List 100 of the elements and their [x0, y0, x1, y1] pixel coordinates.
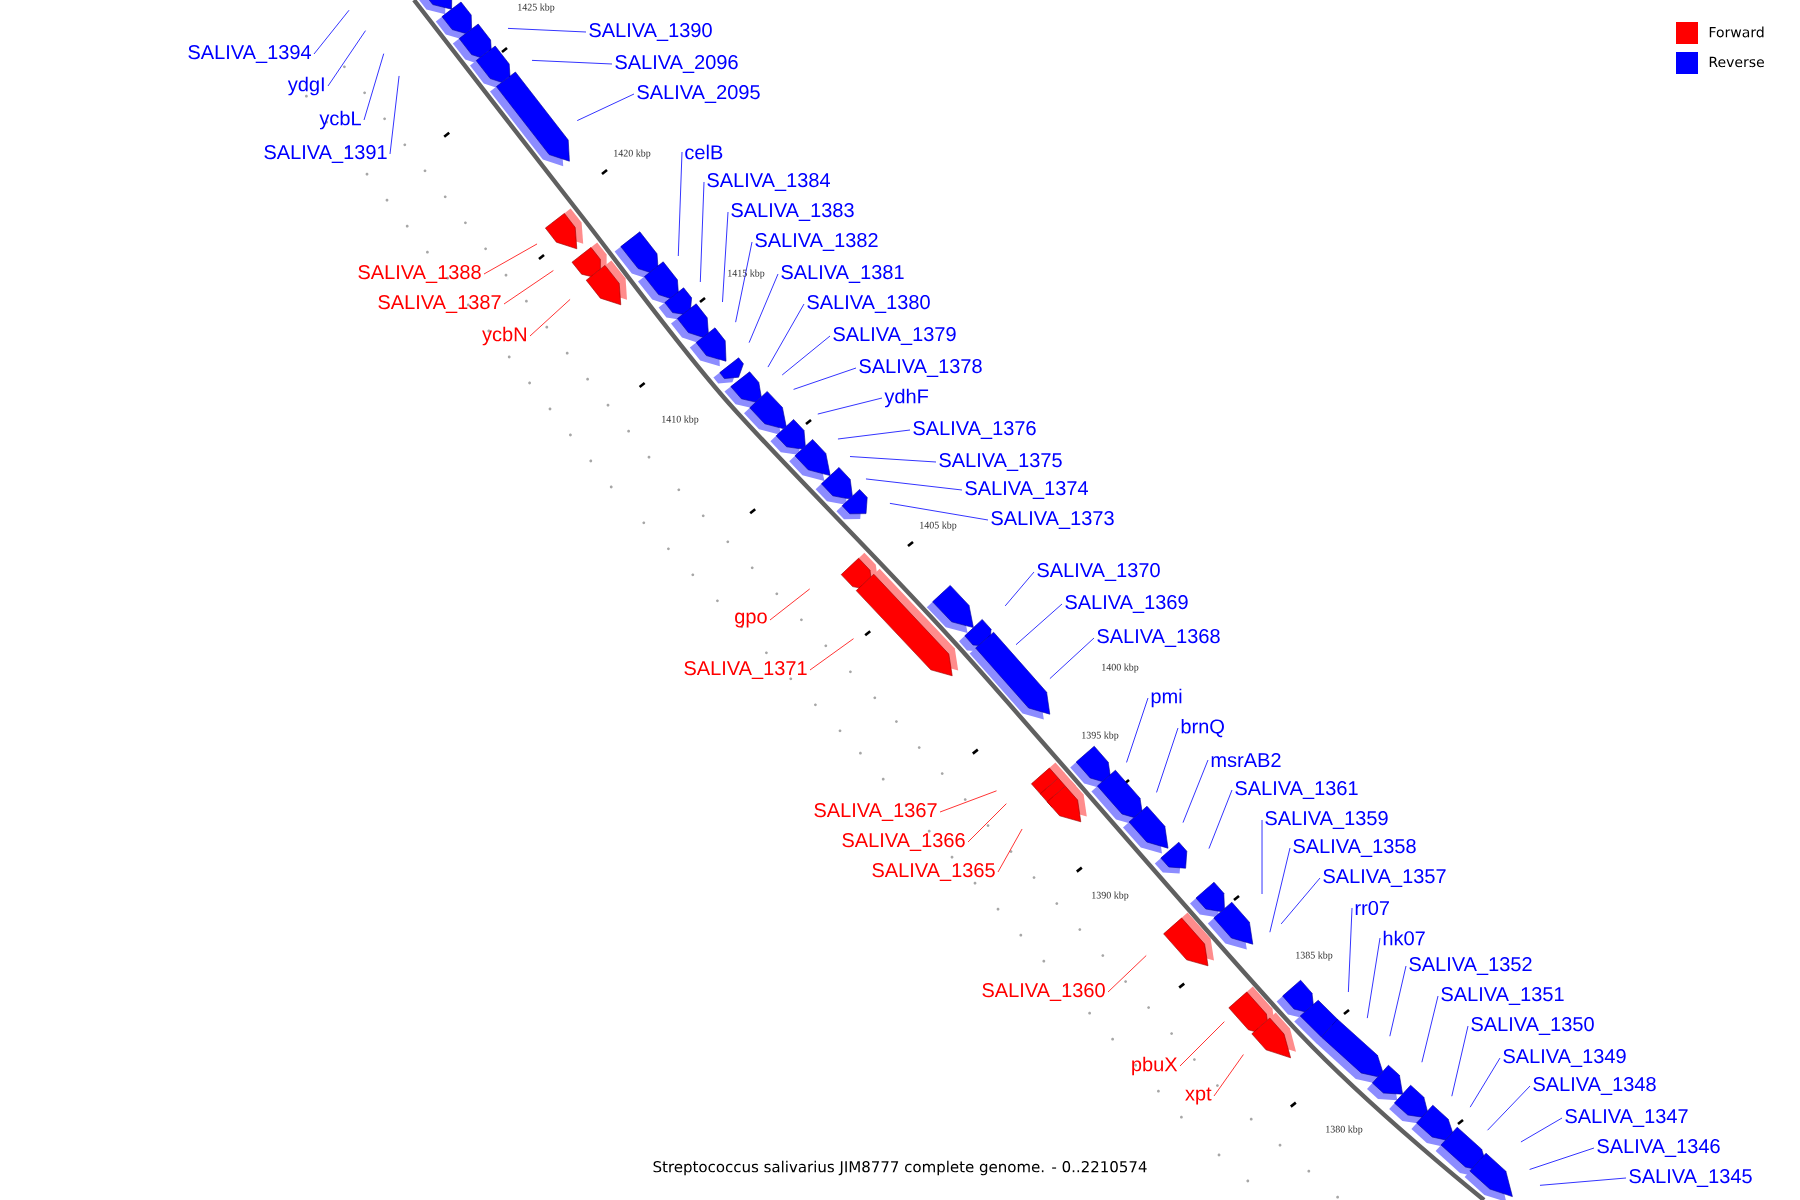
leader-line: [1179, 1021, 1225, 1067]
leader-line: [1529, 1147, 1595, 1170]
leader-line: [1347, 907, 1353, 993]
leader-line: [313, 9, 350, 55]
leader-line: [1469, 1057, 1501, 1108]
leader-line: [967, 803, 1007, 843]
leader-line: [1107, 955, 1147, 993]
leader-line: [503, 270, 554, 305]
gene-label: SALIVA_1351: [1441, 987, 1564, 1005]
leader-line: [699, 181, 705, 283]
leader-line: [1126, 697, 1149, 763]
leader-line: [767, 303, 805, 368]
gene-label: SALIVA_1368: [1097, 629, 1220, 647]
gene-label: SALIVA_1378: [859, 359, 982, 377]
gene-label: SALIVA_1350: [1471, 1017, 1594, 1035]
leader-line: [507, 28, 587, 33]
leader-line: [1539, 1177, 1627, 1186]
gene-label: SALIVA_1347: [1565, 1109, 1688, 1127]
gene-label: pmi: [1151, 688, 1182, 708]
gene-label: SALIVA_1383: [731, 203, 854, 221]
leader-line: [389, 75, 400, 155]
gene-label: SALIVA_1359: [1265, 811, 1388, 829]
leader-line: [769, 588, 811, 621]
gene-label: SALIVA_2095: [637, 85, 760, 103]
leader-line: [1049, 637, 1095, 679]
gene-label: SALIVA_1379: [833, 327, 956, 345]
gene-label: celB: [685, 144, 723, 160]
leader-line: [793, 367, 857, 390]
gene-label: SALIVA_1367: [814, 803, 937, 821]
gene-label: SALIVA_1369: [1065, 595, 1188, 613]
gene-label: SALIVA_1357: [1323, 869, 1446, 887]
leader-line: [837, 429, 911, 440]
gene-label: SALIVA_1371: [684, 661, 807, 679]
leader-line: [1487, 1085, 1531, 1131]
gene-label: ydhF: [884, 388, 929, 408]
gene-label: SALIVA_1361: [1235, 781, 1358, 799]
gene-label: SALIVA_1384: [707, 173, 830, 191]
gene-label: SALIVA_1387: [378, 295, 501, 313]
gene-label: xpt: [1185, 1087, 1212, 1105]
gene-label: SALIVA_1375: [939, 453, 1062, 471]
leader-line: [1520, 1117, 1563, 1143]
leader-line: [1208, 789, 1233, 849]
leader-line: [849, 456, 937, 463]
gene-label: SALIVA_1394: [188, 45, 311, 63]
leader-line: [1366, 937, 1381, 1019]
gene-label: SALIVA_1382: [755, 233, 878, 251]
leader-line: [1213, 1054, 1244, 1097]
gene-label: SALIVA_1380: [807, 295, 930, 313]
gene-label: SALIVA_1391: [264, 145, 387, 163]
leader-line: [1451, 1025, 1469, 1097]
leader-line: [781, 335, 831, 376]
gene-label: msrAB2: [1211, 752, 1281, 768]
leader-line: [997, 828, 1023, 873]
leader-line: [1004, 571, 1035, 607]
leader-line: [677, 151, 683, 257]
leader-line: [748, 273, 779, 344]
gene-label: SALIVA_1345: [1629, 1169, 1752, 1187]
leader-line: [1421, 995, 1439, 1063]
gene-label: ydgI: [287, 76, 324, 96]
gene-label: SALIVA_1370: [1037, 563, 1160, 581]
gene-label: SALIVA_1366: [842, 833, 965, 851]
gene-label: pbuX: [1132, 1056, 1178, 1076]
gene-label: SALIVA_1374: [965, 481, 1088, 499]
leader-line: [817, 397, 883, 415]
gene-label: gpo: [735, 612, 767, 628]
leader-line: [1389, 965, 1407, 1037]
gene-label: SALIVA_1358: [1293, 839, 1416, 857]
gene-label: SALIVA_1365: [872, 863, 995, 881]
leader-line: [939, 790, 997, 813]
gene-label: hk07: [1383, 930, 1425, 946]
leader-line: [327, 30, 366, 87]
gene-label: ycbL: [319, 110, 361, 130]
gene-label: SALIVA_1381: [781, 265, 904, 283]
gene-label: SALIVA_1373: [991, 511, 1114, 529]
leader-line: [1280, 877, 1321, 925]
gene-label: SALIVA_1349: [1503, 1049, 1626, 1067]
leader-line: [722, 211, 729, 303]
gene-label: SALIVA_1388: [358, 265, 481, 283]
gene-label: SALIVA_1376: [913, 421, 1036, 439]
gene-label: SALIVA_2096: [615, 55, 738, 73]
gene-label: rr07: [1355, 900, 1389, 916]
leader-line: [1182, 759, 1209, 823]
leader-line: [1269, 847, 1291, 933]
gene-label: SALIVA_1348: [1533, 1077, 1656, 1095]
leader-line: [865, 478, 963, 491]
leader-line: [576, 93, 635, 121]
leader-line: [809, 638, 854, 671]
leader-line: [363, 53, 385, 121]
gene-label: SALIVA_1352: [1409, 957, 1532, 975]
gene-label: SALIVA_1346: [1597, 1139, 1720, 1157]
leader-line: [1015, 603, 1063, 646]
gene-label: ycbN: [482, 326, 526, 346]
leader-line: [735, 241, 753, 323]
leader-line: [1156, 727, 1179, 793]
leader-line: [531, 59, 613, 65]
leader-line: [1261, 819, 1263, 895]
gene-label: brnQ: [1181, 718, 1224, 738]
leader-line: [483, 243, 538, 275]
leader-line: [889, 502, 989, 521]
leader-line: [529, 299, 571, 337]
